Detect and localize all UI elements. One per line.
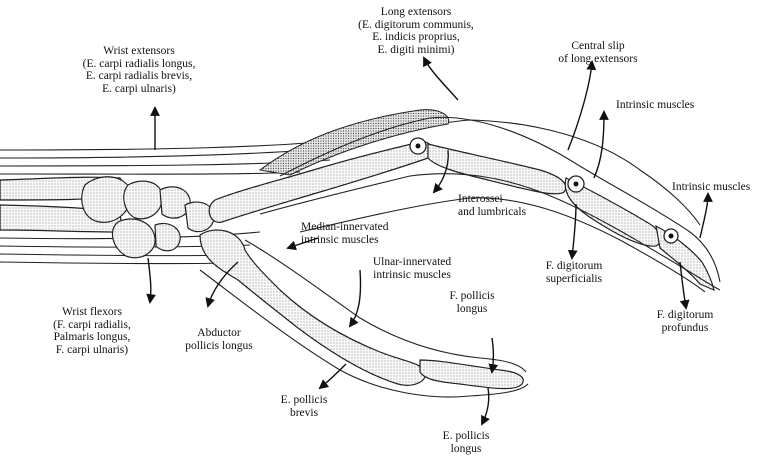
label-interossei-lumbricals: Interossei and lumbricals — [458, 193, 526, 218]
carpal-bones — [82, 177, 214, 258]
label-wrist-extensors: Wrist extensors (E. carpi radialis longu… — [83, 45, 196, 95]
label-wrist-flexors: Wrist flexors (F. carpi radialis, Palmar… — [53, 306, 131, 356]
label-long-extensors: Long extensors (E. digitorum communis, E… — [358, 6, 474, 56]
label-fds: F. digitorum superficialis — [546, 260, 603, 285]
label-central-slip: Central slip of long extensors — [558, 40, 637, 65]
label-epb: E. pollicis brevis — [281, 394, 328, 419]
label-median-innervated: Median-innervated intrinsic muscles — [301, 221, 389, 246]
label-intrinsic-muscles-tip: Intrinsic muscles — [672, 181, 750, 194]
label-ulnar-innervated: Ulnar-innervated intrinsic muscles — [373, 256, 451, 281]
label-fdp: F. digitorum profundus — [657, 309, 714, 334]
label-epl: E. pollicis longus — [443, 430, 490, 455]
label-fpl-upper: F. pollicis longus — [449, 290, 494, 315]
label-intrinsic-muscles-upper: Intrinsic muscles — [616, 99, 694, 112]
label-abductor-pollicis: Abductor pollicis longus — [185, 327, 252, 352]
